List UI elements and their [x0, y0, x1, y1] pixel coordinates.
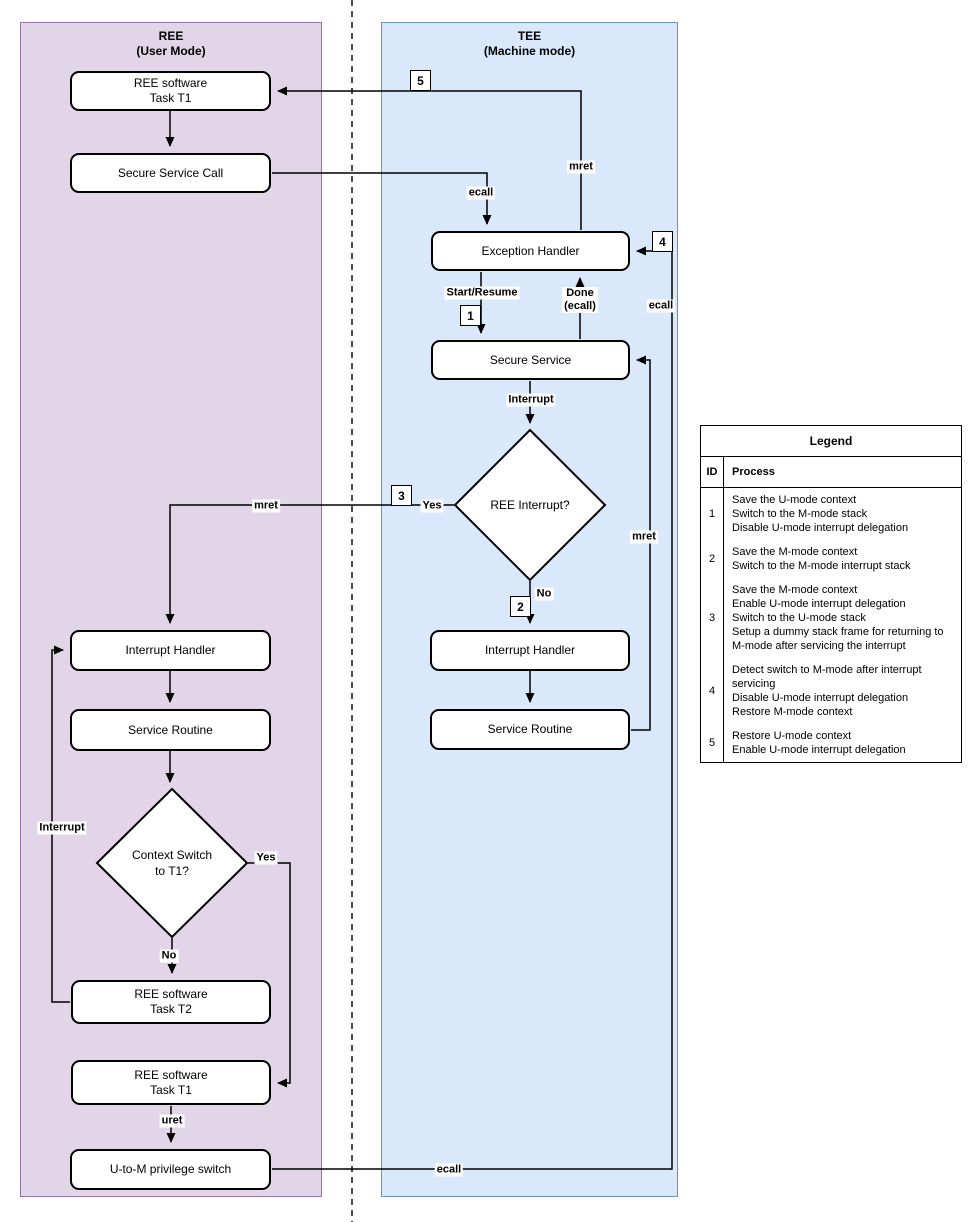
node-u-to-m-switch: U-to-M privilege switch [70, 1149, 271, 1190]
legend-row-5: 5 Restore U-mode context Enable U-mode i… [701, 724, 961, 762]
legend-header-row: ID Process [701, 457, 961, 488]
node-ree-service-routine: Service Routine [70, 709, 271, 751]
legend-col-id: ID [701, 457, 724, 487]
node-ree-task-t2: REE software Task T2 [71, 980, 271, 1024]
label-uret: uret [159, 1114, 185, 1128]
legend-row-5-id: 5 [701, 724, 724, 762]
legend-row-4-id: 4 [701, 658, 724, 724]
legend-row-1-process: Save the U-mode context Switch to the M-… [732, 494, 909, 534]
legend-row-4-process: Detect switch to M-mode after interrupt … [732, 664, 922, 718]
region-tee-title: TEE (Machine mode) [483, 29, 576, 58]
badge-step-1: 1 [460, 305, 481, 326]
node-tee-interrupt-handler: Interrupt Handler [430, 630, 630, 671]
label-no-ree: No [159, 949, 179, 963]
label-interrupt-ree: Interrupt [37, 821, 87, 835]
diamond-text-context-switch: Context Switch to T1? [131, 848, 213, 878]
legend-row-3-process: Save the M-mode context Enable U-mode in… [732, 584, 944, 652]
label-ecall-top: ecall [466, 186, 496, 200]
legend-body: 1 Save the U-mode context Switch to the … [701, 488, 961, 762]
region-ree-title: REE (User Mode) [136, 29, 206, 58]
legend-row-1: 1 Save the U-mode context Switch to the … [701, 488, 961, 540]
legend-col-process: Process [732, 466, 775, 478]
label-ecall-bottom: ecall [434, 1163, 464, 1177]
label-mret-yes-path: mret [252, 499, 280, 513]
legend-row-4: 4 Detect switch to M-mode after interrup… [701, 658, 961, 724]
node-tee-service-routine: Service Routine [430, 709, 630, 750]
label-ecall-right: ecall [646, 299, 676, 313]
legend-row-2-process: Save the M-mode context Switch to the M-… [732, 546, 911, 572]
legend-row-2: 2 Save the M-mode context Switch to the … [701, 540, 961, 578]
legend-row-3: 3 Save the M-mode context Enable U-mode … [701, 578, 961, 658]
label-mret-service-routine: mret [630, 530, 658, 544]
node-secure-service-call: Secure Service Call [70, 153, 271, 193]
legend-table: Legend ID Process 1 Save the U-mode cont… [700, 425, 962, 763]
label-done-ecall: Done (ecall) [562, 287, 598, 313]
node-ree-task-t1-top: REE software Task T1 [70, 71, 271, 111]
legend-row-1-id: 1 [701, 488, 724, 540]
label-yes-ree: Yes [254, 851, 278, 865]
label-mret-top: mret [567, 160, 595, 174]
node-ree-interrupt-handler: Interrupt Handler [70, 630, 271, 671]
node-exception-handler: Exception Handler [431, 231, 630, 271]
label-start-resume: Start/Resume [444, 286, 520, 300]
badge-step-5: 5 [410, 70, 431, 91]
badge-step-2: 2 [510, 596, 531, 617]
legend-row-2-id: 2 [701, 540, 724, 578]
badge-step-4: 4 [652, 231, 673, 252]
legend-title: Legend [701, 426, 961, 457]
legend-row-5-process: Restore U-mode context Enable U-mode int… [732, 730, 906, 756]
node-secure-service: Secure Service [431, 340, 630, 380]
legend-row-3-id: 3 [701, 578, 724, 658]
node-ree-task-t1-bottom: REE software Task T1 [71, 1060, 271, 1105]
diamond-text-ree-interrupt: REE Interrupt? [490, 498, 570, 512]
label-yes-tee: Yes [420, 499, 444, 513]
badge-step-3: 3 [391, 485, 412, 506]
label-no-tee: No [534, 587, 554, 601]
label-interrupt-tee: Interrupt [506, 393, 556, 407]
